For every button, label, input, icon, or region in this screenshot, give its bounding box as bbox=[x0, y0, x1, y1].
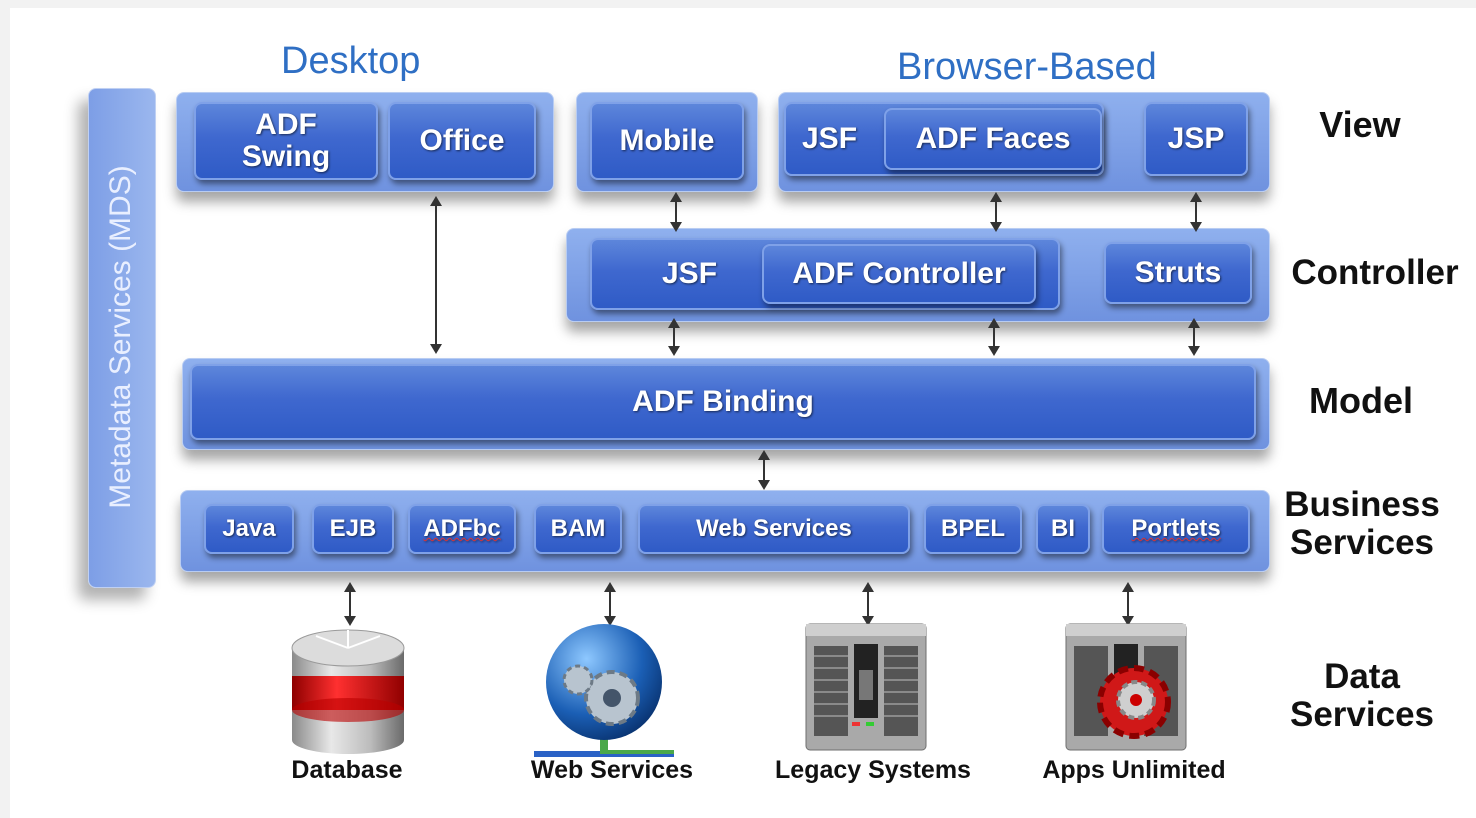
data-layer-label: Data Services bbox=[1289, 657, 1435, 734]
business-item-portlets: Portlets bbox=[1102, 504, 1250, 554]
double-arrow bbox=[758, 450, 770, 490]
double-arrow bbox=[670, 192, 682, 232]
business-item-adfbc: ADFbc bbox=[408, 504, 516, 554]
double-arrow bbox=[1190, 192, 1202, 232]
struts-box: Struts bbox=[1104, 242, 1252, 304]
model-layer-label: Model bbox=[1309, 380, 1413, 421]
business-item-label: ADFbc bbox=[423, 515, 501, 542]
business-item-label: Portlets bbox=[1131, 515, 1221, 542]
server-icon bbox=[805, 623, 927, 751]
business-item-label: BPEL bbox=[940, 515, 1005, 542]
adf-swing-box: ADF Swing bbox=[194, 102, 378, 180]
business-item-label: BI bbox=[1051, 515, 1075, 542]
double-arrow bbox=[668, 318, 680, 356]
web-services-source-label: Web Services bbox=[530, 756, 694, 784]
business-item-label: Java bbox=[222, 515, 276, 542]
mds-bar bbox=[88, 88, 156, 588]
desktop-group-label: Desktop bbox=[281, 40, 421, 82]
apps-unlimited-label: Apps Unlimited bbox=[1042, 756, 1226, 784]
jsf-view-label: JSF bbox=[802, 122, 858, 155]
business-item-ejb: EJB bbox=[312, 504, 394, 554]
adf-binding-box: ADF Binding bbox=[190, 364, 1256, 440]
database-icon bbox=[291, 629, 405, 754]
database-label: Database bbox=[291, 756, 403, 784]
adf-faces-box: ADF Faces bbox=[884, 108, 1102, 170]
business-item-web-services: Web Services bbox=[638, 504, 910, 554]
view-layer-label: View bbox=[1319, 104, 1401, 145]
double-arrow bbox=[862, 582, 874, 626]
business-item-label: EJB bbox=[329, 515, 377, 542]
double-arrow bbox=[990, 192, 1002, 232]
mobile-box: Mobile bbox=[590, 102, 744, 180]
business-item-bi: BI bbox=[1036, 504, 1090, 554]
business-item-label: BAM bbox=[550, 515, 606, 542]
server-gear-icon bbox=[1065, 623, 1187, 751]
double-arrow bbox=[988, 318, 1000, 356]
business-layer-label: Business Services bbox=[1284, 485, 1440, 562]
business-item-label: Web Services bbox=[696, 515, 852, 542]
controller-layer-label: Controller bbox=[1291, 253, 1459, 292]
double-arrow bbox=[430, 196, 442, 354]
double-arrow bbox=[1188, 318, 1200, 356]
office-box: Office bbox=[388, 102, 536, 180]
legacy-systems-label: Legacy Systems bbox=[775, 756, 971, 784]
business-item-java: Java bbox=[204, 504, 294, 554]
double-arrow bbox=[1122, 582, 1134, 626]
double-arrow bbox=[604, 582, 616, 626]
business-item-bpel: BPEL bbox=[924, 504, 1022, 554]
jsp-box: JSP bbox=[1144, 102, 1248, 176]
browser-based-group-label: Browser-Based bbox=[897, 46, 1157, 88]
double-arrow bbox=[344, 582, 356, 626]
adf-controller-box: ADF Controller bbox=[762, 244, 1036, 304]
jsf-controller-label: JSF bbox=[662, 257, 718, 290]
business-item-bam: BAM bbox=[534, 504, 622, 554]
globe-gear-icon bbox=[534, 624, 674, 757]
